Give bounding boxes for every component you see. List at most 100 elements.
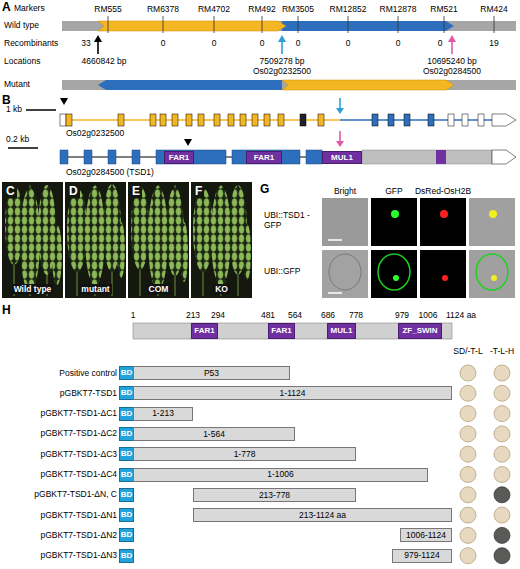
construct-name: pGBKT7-TSD1-ΔC2	[40, 428, 117, 438]
node-text: BD	[121, 491, 133, 499]
panicle-photo	[5, 185, 23, 265]
microscopy-image	[322, 198, 515, 298]
yeast-spot	[460, 406, 476, 422]
channel-header: GFP	[385, 186, 402, 196]
microscopy-image	[476, 254, 508, 290]
gene-structure	[228, 114, 234, 126]
gene-structure	[108, 150, 116, 164]
gene-structure	[172, 114, 178, 126]
gene-structure	[362, 150, 492, 164]
construct-name: pGBKT7-TSD1-ΔN3	[40, 550, 117, 560]
chromosome-map	[262, 16, 263, 33]
panel-letter: C	[4, 184, 17, 198]
yeast-spot	[494, 365, 510, 381]
domain-box: FAR1	[268, 323, 295, 339]
domain-box: FAR1	[246, 151, 282, 164]
bd-box: BD	[119, 549, 135, 563]
node-text: BD	[121, 369, 133, 377]
node-text: 1-213	[152, 409, 174, 418]
construct-bar: P53	[133, 366, 290, 380]
gene-structure	[186, 114, 192, 126]
domain-box: ZF_SWIN	[398, 323, 442, 339]
node-text: ZF_SWIN	[402, 327, 437, 335]
gene-structure	[372, 114, 378, 126]
microscopy-image	[440, 210, 448, 218]
node-text: 213-1124 aa	[299, 511, 346, 520]
genome-position: 4660842 bp	[82, 56, 127, 66]
domain-box: MUL1	[322, 151, 362, 164]
gene-structure	[339, 131, 341, 141]
genotype-label: mutant	[79, 284, 111, 294]
gene-structure	[278, 114, 284, 126]
panicle-photo	[67, 188, 87, 272]
gene-id: Os02g0284500 (TSD1)	[66, 167, 154, 177]
construct-label: UBI::GFP	[264, 266, 300, 276]
node-text: BD	[121, 552, 133, 560]
medium-header: -T-L-H	[490, 346, 514, 356]
microscopy-image	[391, 210, 399, 218]
panel-letter: F	[193, 184, 204, 198]
residue-number: 686	[321, 310, 335, 320]
bd-box: BD	[119, 366, 135, 380]
domain-box: MUL1	[327, 323, 356, 339]
genotype-label: COM	[147, 284, 171, 294]
row-label: Recombinants	[4, 38, 58, 48]
bd-box: BD	[119, 427, 135, 441]
chromosome-map	[494, 16, 495, 33]
gene-structure	[232, 150, 300, 164]
yeast-spot	[460, 527, 476, 543]
panel-letter: D	[67, 184, 80, 198]
microscopy-image	[378, 254, 410, 290]
node-text: 1-778	[234, 450, 256, 459]
microscopy-image	[489, 210, 497, 218]
panel-letter: G	[260, 182, 269, 196]
chromosome-map	[444, 16, 445, 33]
construct-name: pGBKT7-TSD1-ΔN2	[40, 530, 117, 540]
node-text: BD	[121, 511, 133, 519]
protein-map	[133, 323, 452, 339]
yeast-spot	[460, 365, 510, 564]
recombination-arrow	[281, 40, 283, 54]
construct-bar: 1-564	[133, 427, 295, 441]
marker-name: RM492	[248, 4, 275, 14]
recombinant-count: 0	[438, 38, 443, 48]
yeast-spot	[494, 548, 510, 564]
node-text: 1-564	[203, 430, 225, 439]
yeast-spot	[494, 406, 510, 422]
medium-header: SD/-T-L	[453, 346, 482, 356]
construct-name: pGBKT7-TSD1-ΔN1	[40, 510, 117, 520]
gene-structure	[60, 114, 516, 126]
node-text: BD	[121, 531, 133, 539]
node-text: FAR1	[194, 327, 214, 335]
construct-bar: 979-1124	[392, 549, 452, 563]
gene-id: Os02g0284500	[423, 66, 481, 76]
recombination-arrow	[448, 35, 456, 42]
chromosome-map	[108, 16, 494, 33]
gene-structure	[60, 98, 68, 105]
gene-structure	[336, 141, 344, 147]
genotype-label: Wild type	[12, 284, 54, 294]
microscopy-image	[442, 275, 448, 281]
panicle-photo	[128, 182, 189, 298]
bd-box: BD	[119, 468, 135, 482]
node-text: FAR1	[271, 327, 291, 335]
residue-number: 213	[186, 310, 200, 320]
recombinant-count: 0	[161, 38, 166, 48]
panel-letter: E	[130, 184, 142, 198]
gene-structure	[462, 114, 468, 126]
row-label: Wild type	[4, 20, 39, 30]
gene-structure	[160, 114, 166, 126]
scale-label: 1 kb	[6, 104, 22, 114]
yeast-spot	[494, 487, 510, 503]
marker-name: RM6378	[147, 4, 179, 14]
yeast-spot	[494, 426, 510, 442]
row-label: Markers	[14, 3, 45, 13]
yeast-spot	[460, 446, 476, 462]
chromosome-map	[98, 21, 286, 31]
node-text: 1006-1124	[406, 531, 446, 540]
gene-structure	[436, 150, 446, 164]
gene-structure	[60, 114, 66, 126]
residue-number: 294	[211, 310, 225, 320]
